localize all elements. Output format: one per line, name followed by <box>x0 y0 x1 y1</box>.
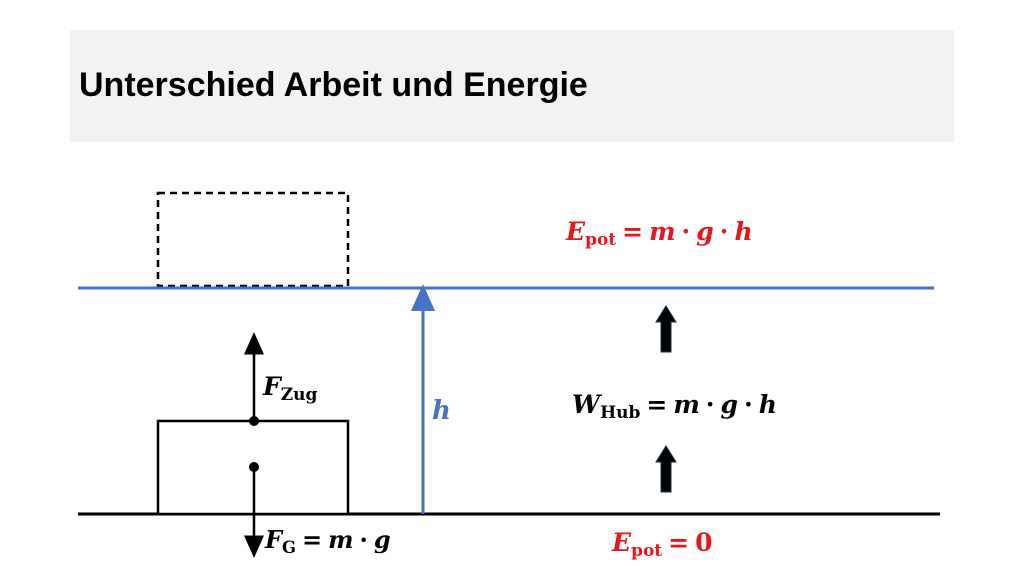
formula-var: m <box>328 525 354 554</box>
formula-var: m <box>673 390 700 419</box>
formula-subscript: pot <box>585 229 617 250</box>
box-raised-outline <box>156 191 350 288</box>
formula-symbol: F <box>263 372 281 401</box>
formula-equals: = <box>622 217 644 246</box>
formula-dot: · <box>681 217 691 246</box>
label-force-gravity: FG=m·g <box>265 525 391 556</box>
formula-dot: · <box>719 217 729 246</box>
formula-subscript: Hub <box>600 402 641 423</box>
formula-dot: · <box>359 525 368 554</box>
formula-equals: = <box>668 528 690 557</box>
formula-equals: = <box>646 390 668 419</box>
formula-work-lift: WHub=m·g·h <box>572 390 777 421</box>
up-arrow-upper <box>655 305 677 353</box>
formula-symbol: F <box>265 525 283 554</box>
formula-symbol: E <box>612 528 632 557</box>
formula-var: g <box>720 390 738 419</box>
formula-subscript: pot <box>631 540 663 561</box>
label-force-pull: FZug <box>263 372 317 403</box>
formula-symbol: W <box>572 390 601 419</box>
formula-value: 0 <box>695 528 713 557</box>
formula-var: m <box>649 217 676 246</box>
formula-equals: = <box>301 525 323 554</box>
formula-var: g <box>373 525 391 554</box>
force-pull-origin <box>249 416 259 426</box>
center-of-mass-dot <box>249 462 259 472</box>
formula-dot: · <box>705 390 715 419</box>
title-bar: Unterschied Arbeit und Energie <box>70 30 954 142</box>
formula-var: h <box>734 217 753 246</box>
formula-var: h <box>758 390 777 419</box>
formula-symbol: E <box>566 217 586 246</box>
formula-subscript: G <box>282 537 296 557</box>
formula-epot-top: Epot=m·g·h <box>566 217 753 248</box>
formula-subscript: Zug <box>280 384 318 405</box>
formula-dot: · <box>744 390 753 419</box>
formula-var: g <box>696 217 714 246</box>
up-arrow-lower <box>655 445 677 493</box>
formula-epot-bottom: Epot=0 <box>612 528 713 559</box>
label-height: h <box>432 396 451 426</box>
slide-title: Unterschied Arbeit und Energie <box>79 66 588 104</box>
